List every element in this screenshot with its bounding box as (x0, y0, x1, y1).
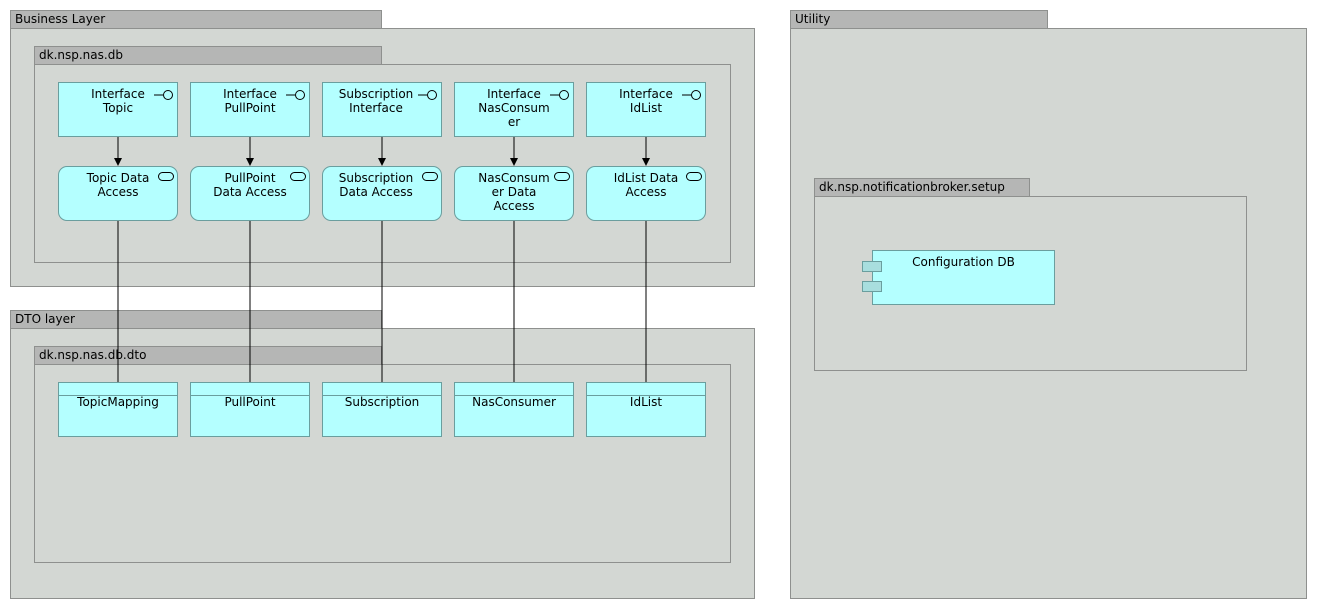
package-title: Business Layer (15, 12, 106, 26)
service-subscription-data-access[interactable]: Subscription Data Access (322, 166, 442, 221)
class-divider (455, 395, 573, 396)
service-icon (422, 172, 438, 181)
component-port-icon (862, 261, 882, 272)
package-tab-utility: Utility (790, 10, 1048, 29)
interface-icon (286, 90, 305, 100)
interface-topic[interactable]: Interface Topic (58, 82, 178, 137)
node-label: Subscription Data Access (338, 171, 414, 199)
service-icon (686, 172, 702, 181)
node-label: Interface PullPoint (223, 87, 277, 115)
node-label: Interface NasConsum er (478, 87, 550, 129)
class-divider (587, 395, 705, 396)
package-tab-business-layer: Business Layer (10, 10, 382, 29)
node-label: Subscription (344, 395, 420, 409)
interface-icon (154, 90, 173, 100)
class-divider (59, 395, 177, 396)
interface-idlist[interactable]: Interface IdList (586, 82, 706, 137)
dto-idlist[interactable]: IdList (586, 382, 706, 437)
service-idlist-data-access[interactable]: IdList Data Access (586, 166, 706, 221)
package-title: dk.nsp.nas.db (39, 48, 123, 62)
component-configuration-db[interactable]: Configuration DB (862, 250, 1055, 305)
class-divider (191, 395, 309, 396)
node-label: PullPoint (224, 395, 276, 409)
package-title: Utility (795, 12, 831, 26)
node-label: IdList Data Access (613, 171, 679, 199)
service-icon (554, 172, 570, 181)
dto-subscription[interactable]: Subscription (322, 382, 442, 437)
dto-pullpoint[interactable]: PullPoint (190, 382, 310, 437)
service-pullpoint-data-access[interactable]: PullPoint Data Access (190, 166, 310, 221)
service-icon (290, 172, 306, 181)
node-label: Topic Data Access (86, 171, 150, 199)
node-label: TopicMapping (77, 395, 159, 409)
node-label: NasConsumer (472, 395, 556, 409)
node-label: PullPoint Data Access (213, 171, 287, 199)
dto-nasconsumer[interactable]: NasConsumer (454, 382, 574, 437)
service-nasconsumer-data-access[interactable]: NasConsum er Data Access (454, 166, 574, 221)
node-label: Subscription Interface (338, 87, 414, 115)
interface-icon (550, 90, 569, 100)
node-label: Interface IdList (619, 87, 673, 115)
node-label: Interface Topic (91, 87, 145, 115)
package-tab-setup: dk.nsp.notificationbroker.setup (814, 178, 1030, 197)
interface-nasconsumer[interactable]: Interface NasConsum er (454, 82, 574, 137)
node-label: Configuration DB (912, 255, 1015, 269)
package-title: dk.nsp.notificationbroker.setup (819, 180, 1005, 194)
service-icon (158, 172, 174, 181)
package-title: dk.nsp.nas.db.dto (39, 348, 147, 362)
class-divider (323, 395, 441, 396)
package-title: DTO layer (15, 312, 75, 326)
package-tab-dto-layer: DTO layer (10, 310, 382, 329)
package-tab-nas-db: dk.nsp.nas.db (34, 46, 382, 65)
service-topic-data-access[interactable]: Topic Data Access (58, 166, 178, 221)
interface-icon (682, 90, 701, 100)
node-label: IdList (629, 395, 663, 409)
interface-subscription[interactable]: Subscription Interface (322, 82, 442, 137)
component-port-icon (862, 281, 882, 292)
interface-icon (418, 90, 437, 100)
interface-pullpoint[interactable]: Interface PullPoint (190, 82, 310, 137)
dto-topicmapping[interactable]: TopicMapping (58, 382, 178, 437)
node-label: NasConsum er Data Access (478, 171, 550, 213)
package-tab-nas-db-dto: dk.nsp.nas.db.dto (34, 346, 382, 365)
